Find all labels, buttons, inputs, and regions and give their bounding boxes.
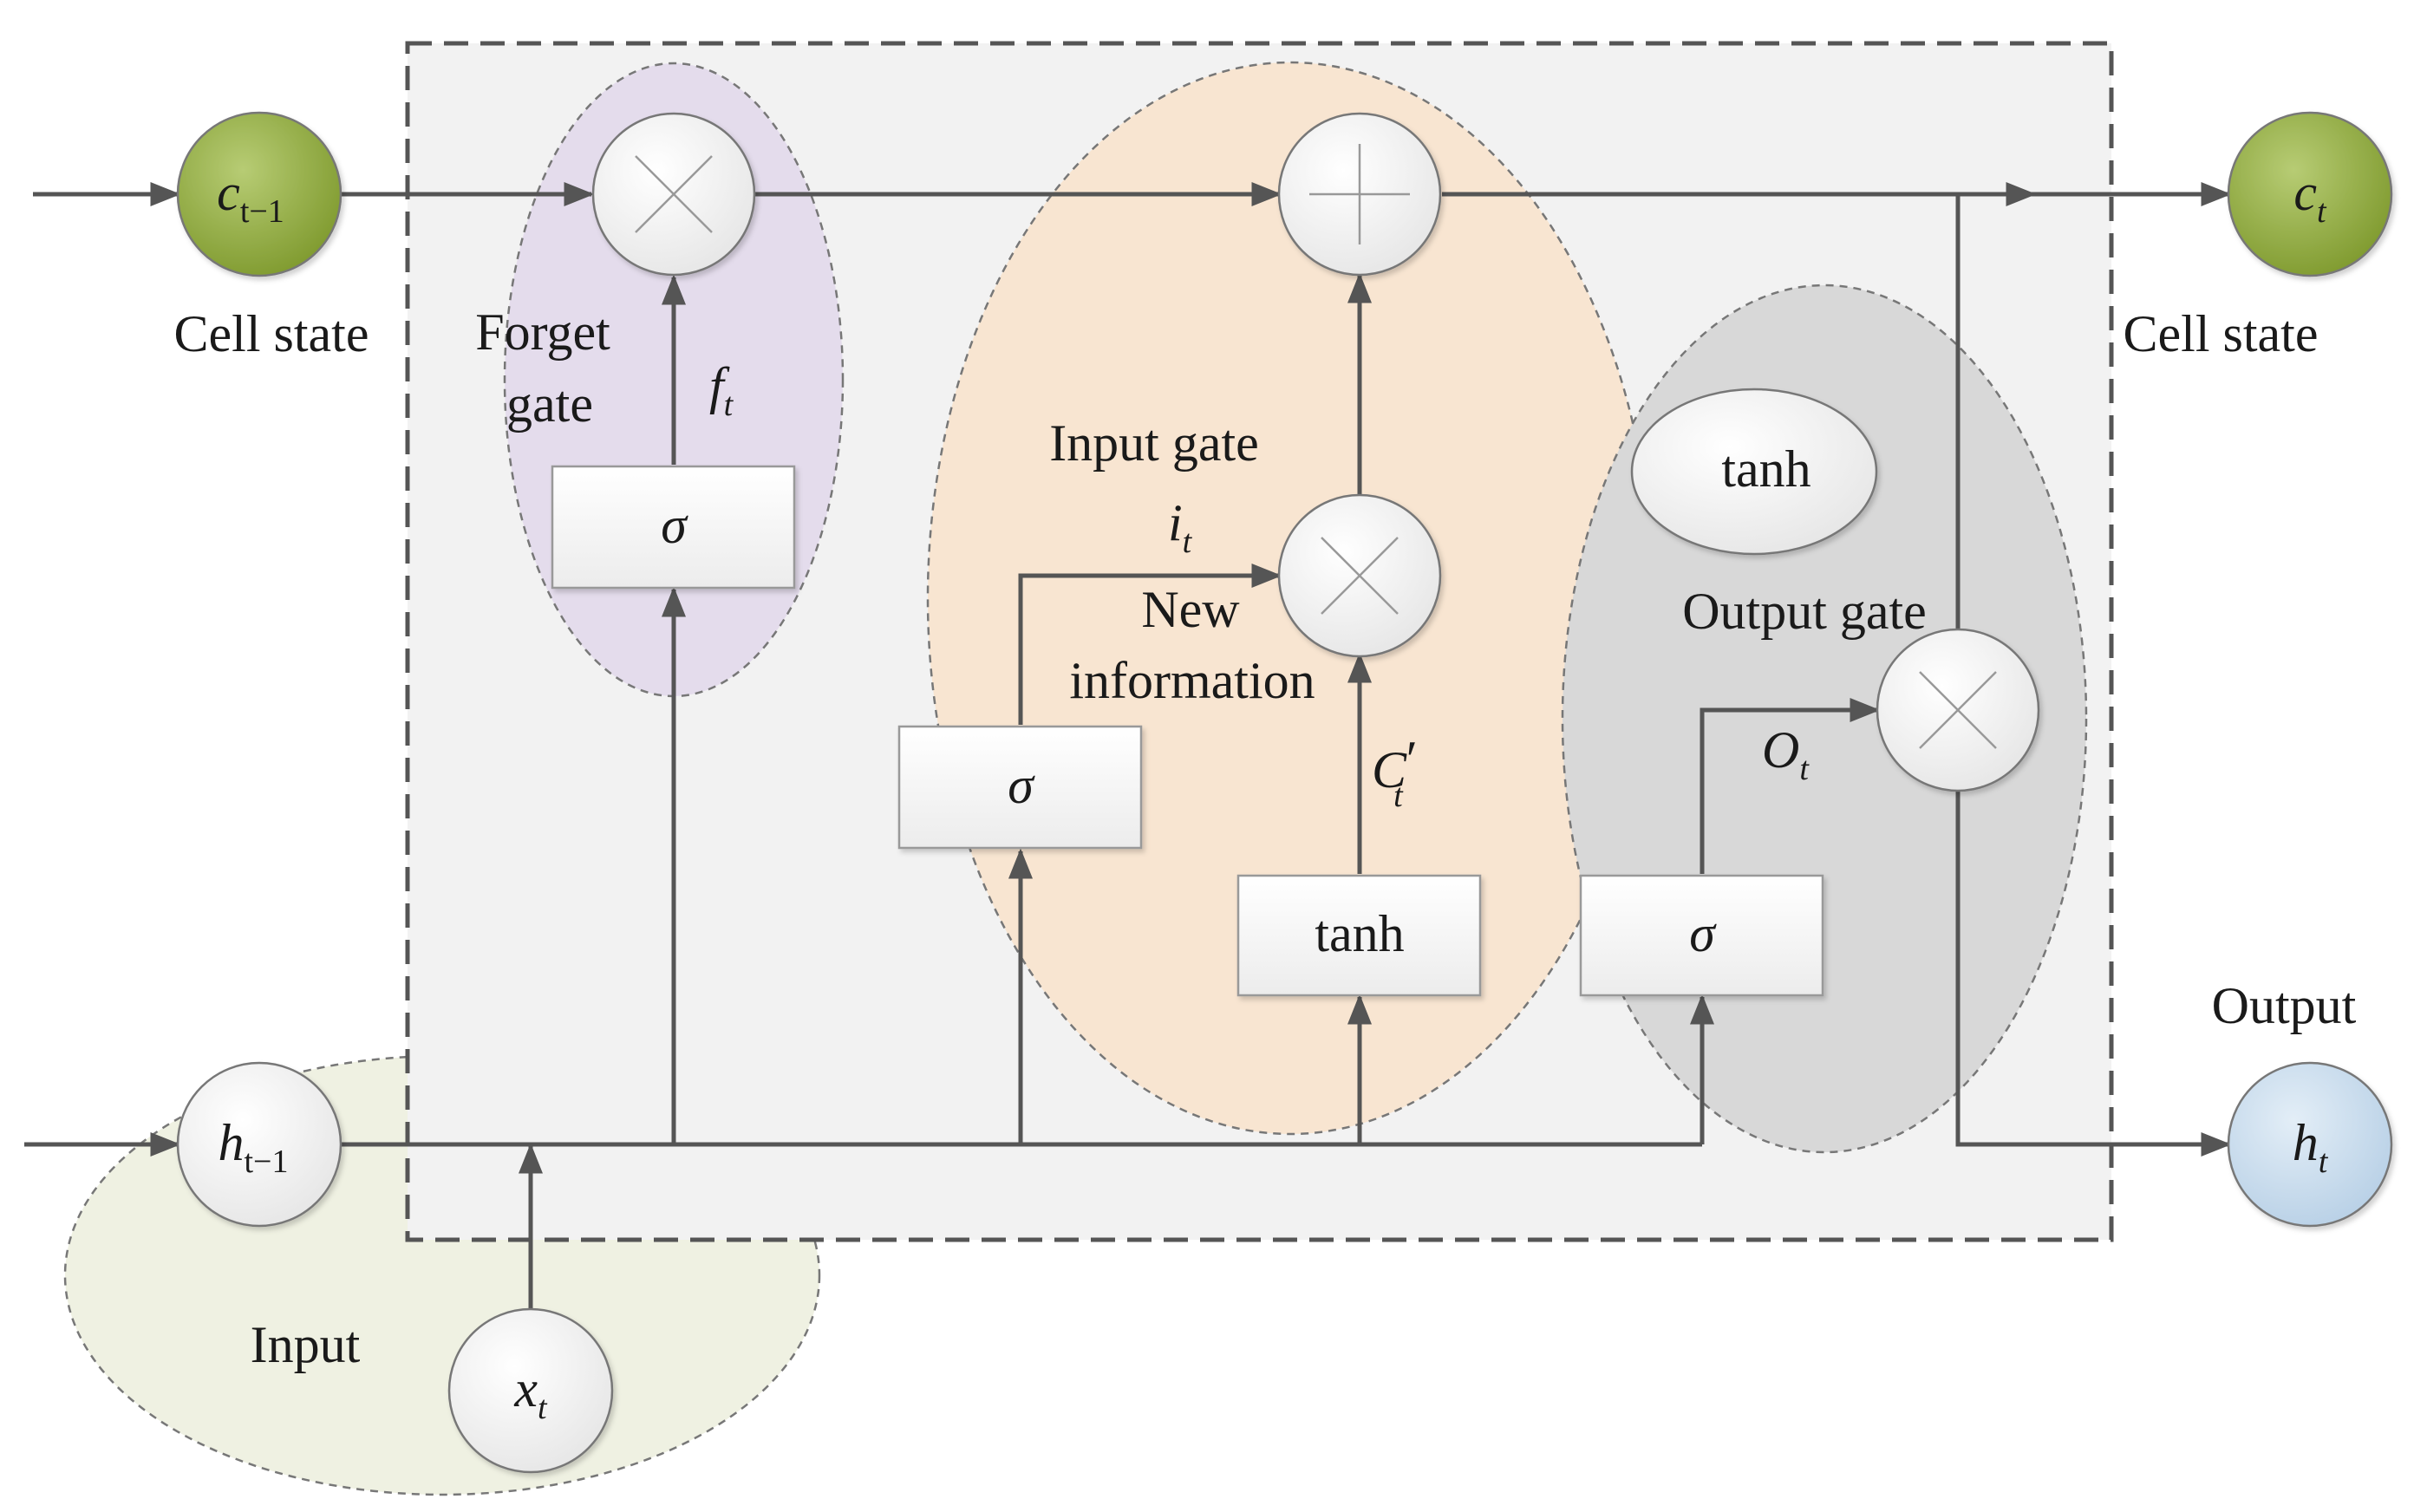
candidate-tanh-label: tanh	[1315, 905, 1404, 962]
c-t-label: ct	[2293, 164, 2327, 230]
h-t-label: ht	[2293, 1114, 2329, 1180]
output-gate-label: Output gate	[1682, 583, 1927, 640]
output-multiply-op	[1876, 628, 2040, 792]
cell-state-label-right: Cell state	[2124, 305, 2319, 362]
h-t-node	[2227, 1061, 2393, 1228]
x-t-node	[447, 1307, 614, 1474]
input-gate-label: Input gate	[1049, 414, 1259, 472]
c-prev-node	[176, 111, 343, 277]
output-sigma-label: σ	[1689, 905, 1717, 962]
input-multiply-op	[1277, 493, 1442, 658]
output-tanh-label: tanh	[1721, 440, 1810, 498]
forget-sigma-box	[551, 465, 796, 590]
c-prev-label: ct−1	[217, 164, 284, 230]
forget-gate-label-line2: gate	[506, 375, 593, 433]
output-sigma-box	[1579, 874, 1824, 997]
input-sigma-box	[897, 725, 1143, 850]
forget-gate-label-line1: Forget	[475, 303, 610, 361]
input-label: Input	[251, 1316, 361, 1373]
c-candidate-label: C′t	[1372, 731, 1415, 814]
h-prev-label: ht−1	[219, 1114, 289, 1180]
output-tanh-node	[1630, 388, 1878, 556]
forget-multiply-op	[591, 112, 756, 277]
o-t-label: Ot	[1762, 721, 1810, 787]
cell-add-op	[1277, 112, 1442, 277]
connections	[24, 182, 2232, 1309]
input-sigma-label: σ	[1008, 757, 1035, 814]
i-t-label: it	[1168, 494, 1193, 560]
new-information-label-line2: information	[1069, 652, 1315, 709]
output-label: Output	[2212, 977, 2357, 1034]
forget-sigma-label: σ	[661, 497, 688, 554]
cell-state-label-left: Cell state	[174, 305, 369, 362]
candidate-tanh-box	[1236, 874, 1482, 997]
x-t-label: xt	[513, 1360, 548, 1426]
h-prev-node	[176, 1061, 343, 1228]
c-t-node	[2227, 111, 2393, 277]
new-information-label-line1: New	[1141, 581, 1240, 638]
